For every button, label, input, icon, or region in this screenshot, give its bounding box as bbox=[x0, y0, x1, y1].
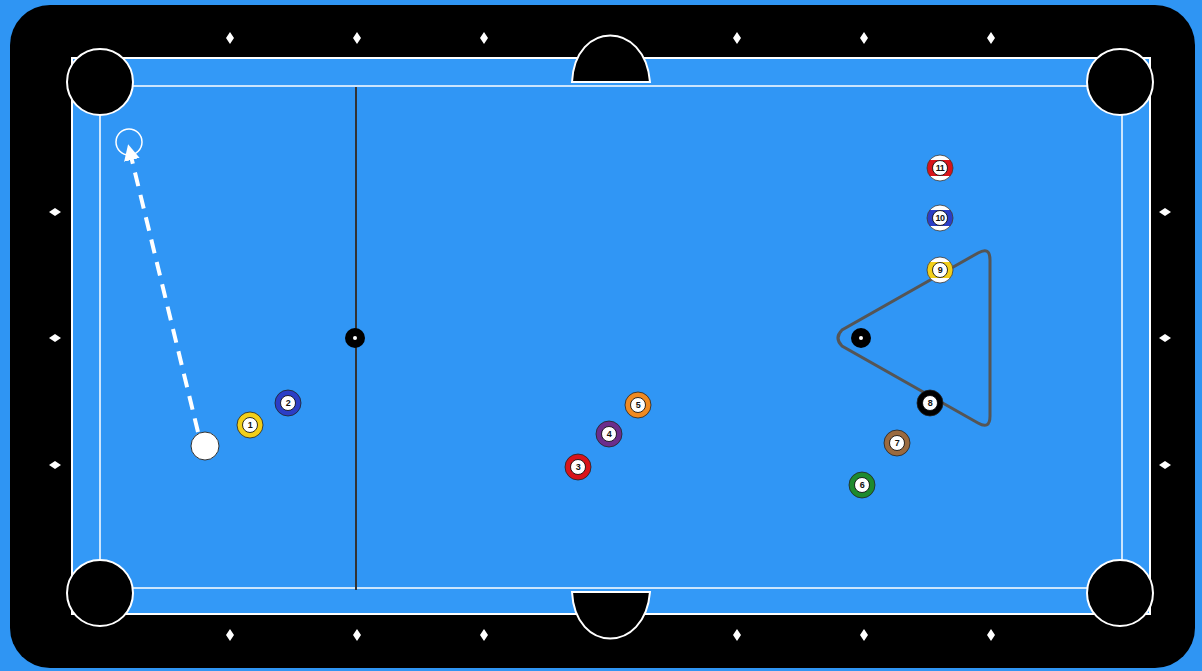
ball-number: 3 bbox=[564, 453, 592, 481]
ball-number: 10 bbox=[926, 204, 954, 232]
pool-ball: 3 bbox=[564, 453, 592, 481]
spot-dot bbox=[353, 336, 357, 340]
spot-dot bbox=[859, 336, 863, 340]
ball-body bbox=[884, 430, 910, 456]
side-pocket bbox=[572, 592, 650, 639]
pool-ball: 6 bbox=[848, 471, 876, 499]
pool-ball: 11 bbox=[926, 154, 954, 182]
ball-number: 4 bbox=[595, 420, 623, 448]
ball-outline bbox=[927, 257, 953, 283]
ball-body bbox=[849, 472, 875, 498]
pool-ball: 9 bbox=[926, 256, 954, 284]
pockets bbox=[67, 36, 1153, 639]
ball-number: 11 bbox=[926, 154, 954, 182]
table-felt bbox=[100, 86, 1122, 588]
aim-arrow bbox=[130, 152, 198, 432]
ball-body bbox=[625, 392, 651, 418]
ball-body bbox=[927, 205, 953, 231]
pool-ball: 1 bbox=[236, 411, 264, 439]
ball-number: 7 bbox=[883, 429, 911, 457]
corner-pocket bbox=[67, 560, 133, 626]
ball-body bbox=[565, 454, 591, 480]
pool-ball: 8 bbox=[916, 389, 944, 417]
ghost-ball bbox=[116, 129, 142, 155]
diamonds bbox=[49, 32, 1171, 641]
ball-number: 2 bbox=[274, 389, 302, 417]
ball-number: 9 bbox=[926, 256, 954, 284]
ball-outline bbox=[927, 205, 953, 231]
table-cushion bbox=[72, 58, 1150, 614]
ball-number: 8 bbox=[916, 389, 944, 417]
ball-outline bbox=[927, 155, 953, 181]
pool-ball: 10 bbox=[926, 204, 954, 232]
rack-triangle bbox=[838, 251, 990, 426]
pool-ball: 5 bbox=[624, 391, 652, 419]
rail-diamond bbox=[226, 32, 995, 44]
head-spot bbox=[345, 328, 365, 348]
ball-number: 1 bbox=[236, 411, 264, 439]
side-pocket bbox=[572, 36, 650, 83]
pool-ball: 2 bbox=[274, 389, 302, 417]
ball-body bbox=[927, 257, 953, 283]
rail-diamond bbox=[1159, 208, 1171, 469]
corner-pocket bbox=[1087, 49, 1153, 115]
cue-ball bbox=[191, 432, 219, 460]
ball-body bbox=[927, 155, 953, 181]
ball-body bbox=[275, 390, 301, 416]
ball-body bbox=[917, 390, 943, 416]
ball-number: 5 bbox=[624, 391, 652, 419]
rail-diamond bbox=[49, 208, 61, 469]
table-rail bbox=[10, 5, 1195, 668]
foot-spot bbox=[851, 328, 871, 348]
ball-body bbox=[596, 421, 622, 447]
corner-pocket bbox=[67, 49, 133, 115]
pool-ball: 7 bbox=[883, 429, 911, 457]
corner-pocket bbox=[1087, 560, 1153, 626]
ball-number: 6 bbox=[848, 471, 876, 499]
ball-body bbox=[237, 412, 263, 438]
pool-ball: 4 bbox=[595, 420, 623, 448]
rail-diamond bbox=[226, 629, 995, 641]
